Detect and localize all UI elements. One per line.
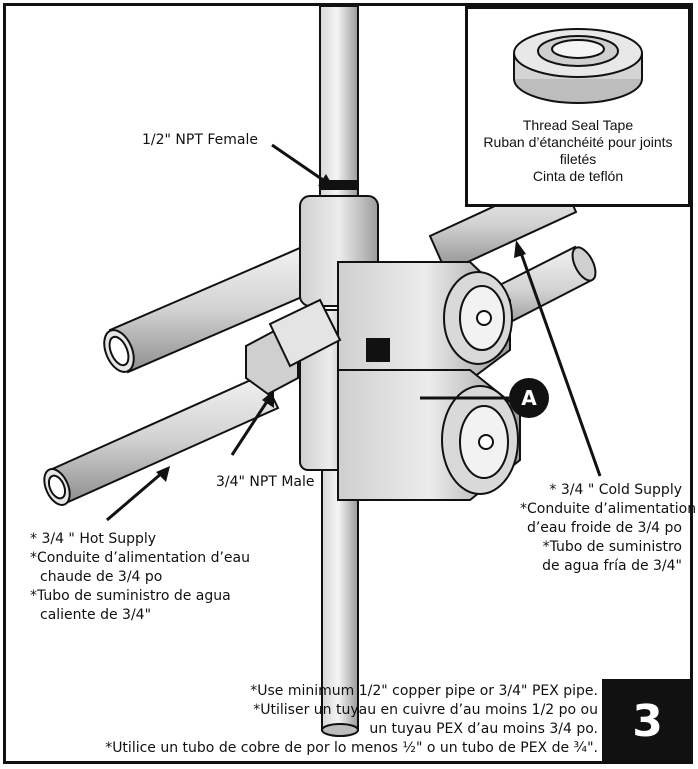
inset-line: filetés [559,151,597,167]
hot-supply-line: * 3/4 " Hot Supply [30,531,157,547]
leader-arrows [106,143,602,522]
cold-supply-line: d’eau froide de 3/4 po [526,520,682,536]
npt-female-label: 1/2" NPT Female [142,132,258,148]
cold-supply-line: * 3/4 " Cold Supply [549,482,682,498]
note-line: *Utiliser un tuyau en cuivre d’au moins … [253,702,598,718]
cold-supply-line: *Tubo de suministro [542,539,682,555]
hot-supply-line: *Tubo de suministro de agua [30,588,231,604]
inset-line: Thread Seal Tape [522,117,634,133]
pipe-requirement-note: *Use minimum 1/2" copper pipe or 3/4" PE… [105,682,598,758]
tape-roll-icon [513,28,643,104]
hot-supply-label: * 3/4 " Hot Supply *Conduite d’alimentat… [30,530,250,625]
npt-male-label: 3/4" NPT Male [216,474,315,490]
step-number-badge: 3 [602,679,693,764]
cold-supply-line: *Conduite d’alimentation [520,501,697,517]
hot-supply-line: caliente de 3/4" [40,607,152,623]
cold-supply-label: * 3/4 " Cold Supply *Conduite d’alimenta… [520,481,697,576]
note-line: *Utilice un tubo de cobre de por lo meno… [105,740,598,756]
thread-seal-tape-inset: Thread Seal Tape Ruban d’étanchéité pour… [465,6,691,207]
inset-line: Cinta de teflón [532,168,624,184]
cold-supply-line: de agua fría de 3/4" [542,558,682,574]
inset-line: Ruban d’étanchéité pour joints [483,134,673,150]
note-line: un tuyau PEX d’au moins 3/4 po. [369,721,598,737]
hot-supply-line: chaude de 3/4 po [40,569,163,585]
callout-a-badge: A [509,378,549,418]
vertical-pipe-top [319,5,359,207]
hot-supply-line: *Conduite d’alimentation d’eau [30,550,250,566]
note-line: *Use minimum 1/2" copper pipe or 3/4" PE… [250,683,598,699]
inset-caption: Thread Seal Tape Ruban d’étanchéité pour… [468,117,688,185]
